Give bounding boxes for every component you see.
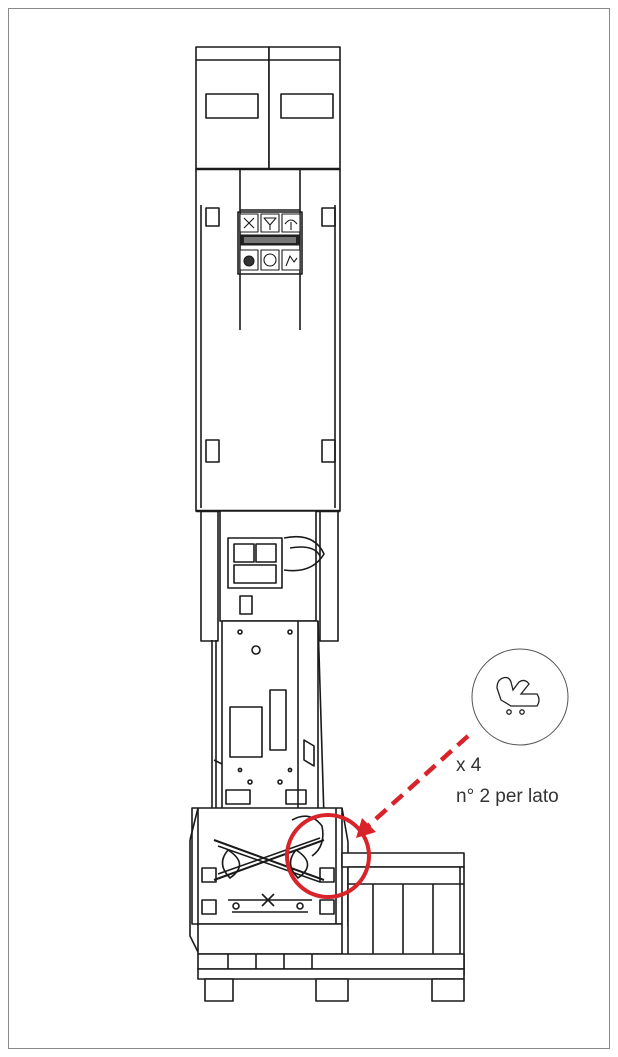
base-crate	[189, 807, 349, 955]
label-icons-row	[239, 249, 301, 271]
callout-arrow	[356, 734, 470, 838]
highlight-circle	[285, 813, 371, 899]
this-way-up-icon	[281, 213, 301, 233]
quantity-label: x 4	[456, 755, 482, 776]
machine-drawing	[189, 46, 465, 1002]
pallet	[197, 852, 465, 1002]
page-border	[8, 8, 610, 1049]
per-side-note: n° 2 per lato	[456, 786, 559, 807]
keep-dry-icon	[260, 213, 280, 233]
machine-frame	[211, 510, 325, 820]
fragile-icon	[239, 213, 259, 233]
detail-callout	[471, 648, 569, 746]
bracket-part-icon	[496, 676, 540, 715]
